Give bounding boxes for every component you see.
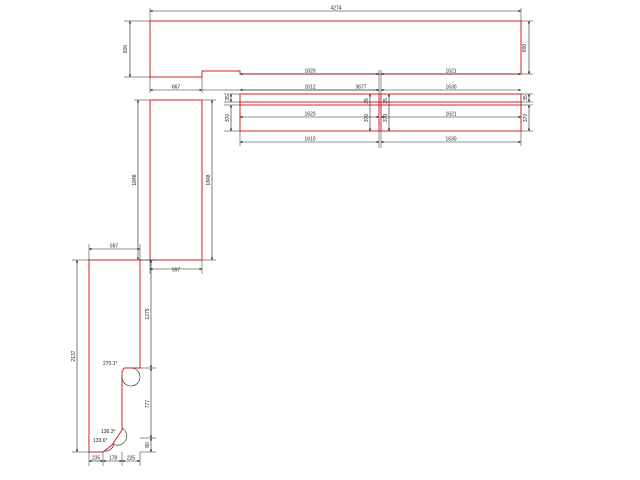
- dim-label-mid-small-b: 35: [383, 98, 389, 104]
- dim-label-tall-bottom: 597: [172, 268, 181, 274]
- dim-label-l-bottom-c: 225: [127, 456, 136, 462]
- dim-label-l-bottom-b: 178: [109, 456, 118, 462]
- angle-arc-mid: [112, 427, 127, 446]
- dim-label-seg-left: 1620: [304, 69, 315, 75]
- dim-label-row2-height: 370: [225, 114, 231, 123]
- dim-label-side-r: 370: [523, 114, 529, 123]
- dim-label-l-bottom-a: 235: [92, 456, 101, 462]
- dim-label-tall-right: 1848: [206, 174, 212, 185]
- dim-label-row2-left: 1620: [304, 112, 315, 118]
- angle-label-low: 133.6°: [93, 438, 108, 444]
- dim-label-row2-right: 1621: [445, 112, 456, 118]
- angle-arc-top: [121, 367, 141, 387]
- top-panel: [149, 20, 522, 78]
- dim-label-l-right-bottom: 80: [145, 442, 151, 448]
- dim-label-top-right-height: 600: [522, 44, 528, 53]
- dim-label-l-right-upper: 1275: [145, 308, 151, 319]
- dim-label-l-top: 597: [110, 244, 119, 250]
- dim-label-row1-mid: 3677: [355, 85, 366, 91]
- dim-label-l-right-lower: 777: [145, 400, 151, 409]
- dim-label-mid-small-a: 35: [364, 98, 370, 104]
- l-panel-outline: [88, 259, 141, 453]
- angle-arc-low: [103, 443, 115, 452]
- dim-label-side-a: 35: [225, 95, 231, 101]
- dim-label-seg-right: 1621: [445, 69, 456, 75]
- dim-label-row1-left: 1612: [304, 85, 315, 91]
- dim-label-overall-width: 4274: [330, 6, 341, 12]
- dim-label-mid-b: 370: [383, 114, 389, 123]
- dim-label-top-left-height: 600: [123, 45, 129, 54]
- dim-label-tall-left: 1848: [132, 174, 138, 185]
- top-panel-outline: [149, 20, 522, 78]
- dim-label-l-height: 2137: [71, 350, 77, 361]
- dim-label-row3-left: 1610: [304, 137, 315, 143]
- strip-group: [239, 93, 522, 132]
- dim-label-bottom-left-width: 667: [172, 85, 181, 91]
- tall-panel-outline: [149, 99, 203, 261]
- angle-label-top: 270.1°: [103, 361, 118, 367]
- dim-label-row1-right: 1630: [445, 85, 456, 91]
- dim-label-row3-right: 1630: [445, 137, 456, 143]
- dim-label-mid-a: 370: [364, 114, 370, 123]
- angle-label-mid: 136.3°: [101, 429, 116, 435]
- dim-label-side-b: 35: [523, 95, 529, 101]
